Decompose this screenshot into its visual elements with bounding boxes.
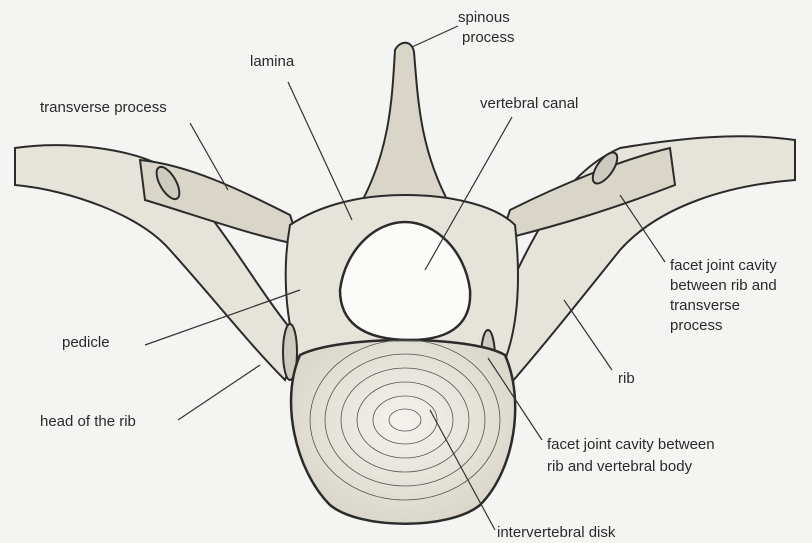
label-facet-rib-vertebral-1: facet joint cavity between (547, 436, 715, 453)
label-transverse-process: transverse process (40, 99, 167, 116)
label-facet-rib-transverse-4: process (670, 317, 723, 334)
label-intervertebral-disk: intervertebral disk (497, 524, 616, 541)
label-facet-rib-transverse-1: facet joint cavity (670, 257, 777, 274)
label-vertebral-canal: vertebral canal (480, 95, 578, 112)
label-facet-rib-vertebral-2: rib and vertebral body (547, 458, 693, 475)
label-facet-rib-transverse-3: transverse (670, 297, 740, 314)
label-head-of-rib: head of the rib (40, 413, 136, 430)
label-facet-rib-transverse-2: between rib and (670, 277, 777, 294)
label-lamina: lamina (250, 53, 295, 70)
label-spinous-process-2: process (462, 29, 515, 46)
label-rib: rib (618, 370, 635, 387)
intervertebral-disk-shape (291, 340, 515, 524)
label-pedicle: pedicle (62, 334, 110, 351)
label-spinous-process-1: spinous (458, 9, 510, 26)
spinous-process (360, 43, 450, 205)
